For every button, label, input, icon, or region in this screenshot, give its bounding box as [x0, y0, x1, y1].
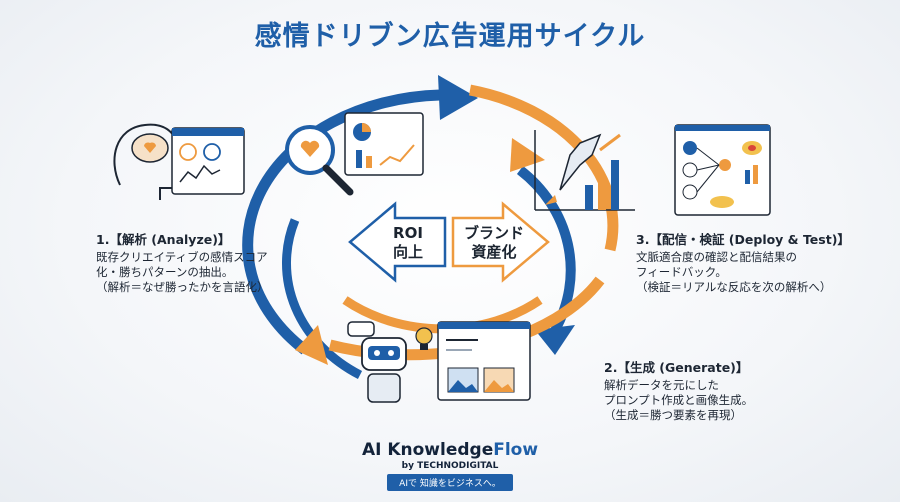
step-deploy: 3.【配信・検証 (Deploy & Test)】 文脈適合度の確認と配信結果の…: [636, 232, 850, 295]
cycle-arrowhead-orange-bottom: [295, 325, 328, 365]
cycle-arrow-blue-top: [242, 89, 441, 355]
step-analyze-line: 既存クリエイティブの感情スコア: [96, 250, 268, 264]
cycle-arrowhead-blue-top: [438, 75, 478, 120]
step-generate-line: （生成＝勝つ要素を再現）: [604, 408, 742, 422]
rocket-growth-icon: [534, 130, 635, 211]
page-title: 感情ドリブン広告運用サイクル: [254, 21, 646, 52]
step-analyze-heading: 1.【解析 (Analyze)】: [96, 232, 231, 247]
center-arrow-right: [451, 201, 550, 283]
center-label-roi: ROI 向上: [372, 224, 444, 262]
step-generate-line: プロンプト作成と画像生成。: [604, 393, 754, 407]
brand-name-accent: Flow: [493, 440, 539, 460]
magnifier-heart-icon: [285, 125, 354, 196]
center-label-brand: ブランド 資産化: [454, 224, 534, 262]
center-arrow-left: [348, 201, 447, 283]
step-generate-line: 解析データを元にした: [604, 378, 719, 392]
roi-line2: 向上: [392, 243, 423, 261]
step-deploy-line: フィードバック。: [636, 265, 727, 279]
network-heatmap-icon: [674, 124, 771, 216]
roi-line1: ROI: [393, 224, 423, 242]
cycle-arrowhead-orange-top: [510, 138, 545, 172]
brand-by: by TECHNODIGITAL: [401, 461, 499, 471]
step-generate: 2.【生成 (Generate)】 解析データを元にした プロンプト作成と画像生…: [604, 360, 753, 423]
image-gallery-icon: [437, 321, 531, 401]
step-deploy-heading: 3.【配信・検証 (Deploy & Test)】: [636, 232, 850, 247]
step-deploy-line: 文脈適合度の確認と配信結果の: [636, 250, 797, 264]
step-analyze: 1.【解析 (Analyze)】 既存クリエイティブの感情スコア 化・勝ちパター…: [96, 232, 269, 295]
brand-name: AI KnowledgeFlow: [330, 440, 570, 460]
cycle-arrowhead-blue-right: [535, 325, 575, 355]
brand-name-main: AI Knowledge: [361, 440, 494, 460]
step-analyze-line: （解析＝なぜ勝ったかを言語化）: [96, 280, 269, 294]
brand-tagline: AIで 知識をビジネスへ。: [387, 474, 513, 491]
cycle-arrow-blue-inner: [281, 218, 363, 380]
dashboard-icon: [344, 112, 424, 176]
brand-line2: 資産化: [471, 243, 517, 261]
head-brain-icon: [113, 123, 245, 200]
step-generate-heading: 2.【生成 (Generate)】: [604, 360, 749, 375]
robot-icon: [347, 321, 407, 403]
brand-footer: AI KnowledgeFlow by TECHNODIGITAL AIで 知識…: [330, 440, 570, 491]
brand-line1: ブランド: [463, 224, 524, 242]
step-deploy-line: （検証＝リアルな反応を次の解析へ）: [636, 280, 832, 294]
lightbulb-icon: [415, 327, 433, 350]
step-analyze-line: 化・勝ちパターンの抽出。: [96, 265, 234, 279]
